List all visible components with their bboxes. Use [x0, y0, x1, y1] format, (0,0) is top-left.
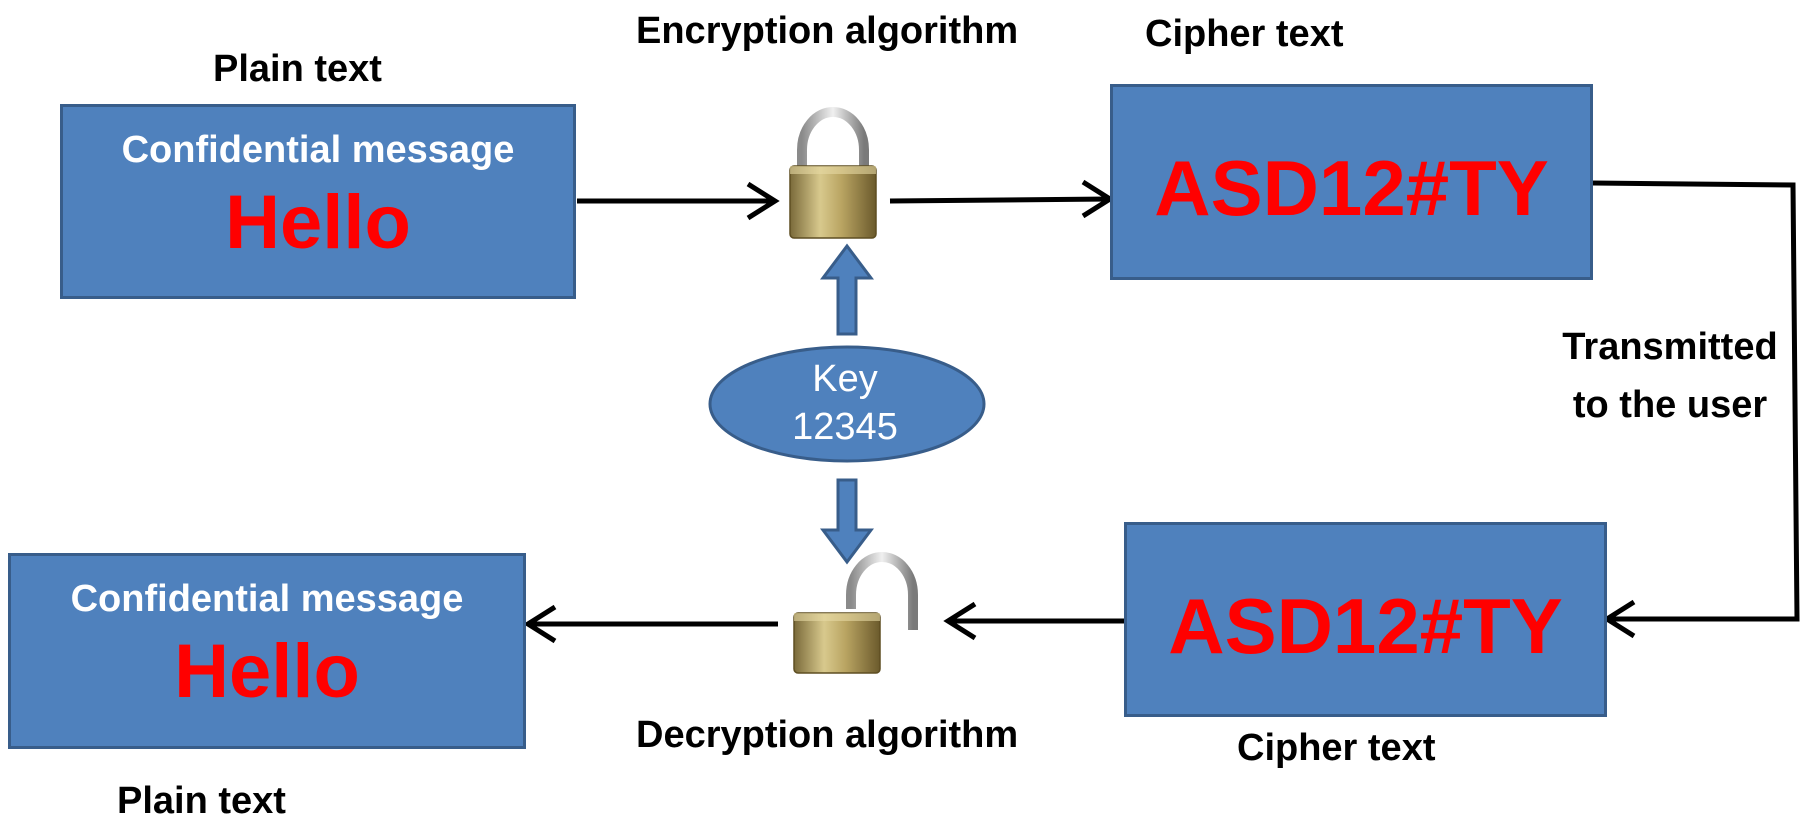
key-label: Key: [812, 358, 878, 400]
bottom-plain-text-label: Plain text: [117, 780, 286, 822]
arrow-decrypt-to-plain: [523, 604, 778, 644]
arrow-plain-to-encrypt: [577, 181, 780, 221]
key-value: 12345: [792, 406, 898, 448]
open-padlock-icon: [793, 552, 918, 674]
bottom-plain-text-box: Confidential message Hello: [8, 553, 526, 749]
encryption-algorithm-label: Encryption algorithm: [636, 10, 1019, 52]
top-plain-text-box: Confidential message Hello: [60, 104, 576, 299]
bottom-cipher-text-label: Cipher text: [1237, 727, 1436, 769]
arrow-transmit: [1592, 180, 1800, 639]
closed-padlock-icon: [789, 107, 877, 239]
key-up-arrow: [820, 243, 874, 336]
top-plain-text-label: Plain text: [213, 48, 382, 90]
key-down-arrow: [820, 478, 874, 565]
top-cipher-value: ASD12#TY: [1154, 144, 1549, 232]
bottom-hello-message: Hello: [174, 629, 360, 714]
key-text: Key 12345: [705, 355, 985, 451]
transmitted-label: Transmitted to the user: [1562, 326, 1778, 426]
key-ellipse: [708, 345, 986, 463]
bottom-cipher-value: ASD12#TY: [1168, 582, 1563, 670]
arrow-cipher-to-decrypt: [943, 601, 1125, 641]
arrow-encrypt-to-cipher: [889, 179, 1115, 219]
decryption-algorithm-label: Decryption algorithm: [636, 714, 1019, 756]
top-hello-message: Hello: [225, 180, 411, 265]
bottom-cipher-text-box: ASD12#TY: [1124, 522, 1607, 717]
top-cipher-text-box: ASD12#TY: [1110, 84, 1593, 280]
top-cipher-text-label: Cipher text: [1145, 13, 1344, 55]
bottom-confidential-subtitle: Confidential message: [70, 578, 464, 620]
top-confidential-subtitle: Confidential message: [121, 129, 515, 171]
